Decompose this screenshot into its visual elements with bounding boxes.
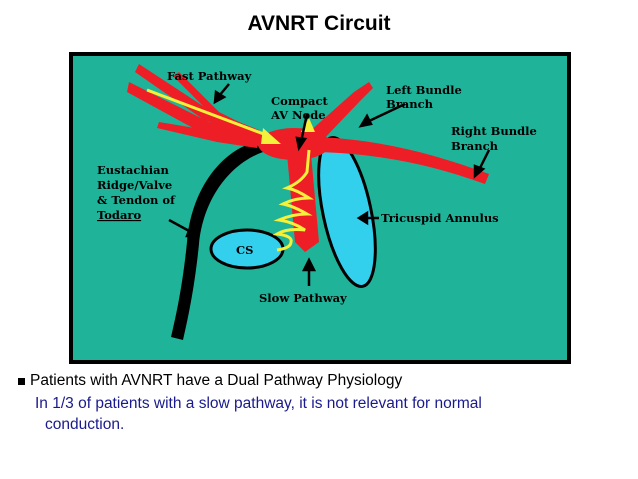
label-right-bundle-2: Branch <box>451 139 499 153</box>
circuit-path <box>146 88 314 252</box>
fast-pathway-arrowhead <box>261 128 281 144</box>
label-fast-pathway: Fast Pathway <box>167 69 252 83</box>
bullet-subtext-line2: conduction. <box>45 416 125 433</box>
label-av-node: AV Node <box>270 108 326 122</box>
label-eustachian-2: Ridge/Valve <box>97 178 172 192</box>
label-pointers <box>168 83 491 286</box>
bullet-subtext-line1: In 1/3 of patients with a slow pathway, … <box>35 395 482 412</box>
bullet-main-text: Patients with AVNRT have a Dual Pathway … <box>30 372 403 389</box>
label-eustachian-3: & Tendon of <box>97 193 176 207</box>
label-tricuspid-annulus: Tricuspid Annulus <box>381 211 499 225</box>
label-eustachian-1: Eustachian <box>97 163 170 177</box>
bullet-list: Patients with AVNRT have a Dual Pathway … <box>18 372 618 435</box>
label-cs: CS <box>236 243 253 257</box>
label-eustachian-4: Todaro <box>97 208 141 222</box>
label-right-bundle-1: Right Bundle <box>451 124 537 138</box>
label-slow-pathway: Slow Pathway <box>259 291 347 305</box>
label-left-bundle-2: Branch <box>386 97 434 111</box>
eustachian-ridge <box>171 142 263 340</box>
bullet-item: Patients with AVNRT have a Dual Pathway … <box>18 372 618 390</box>
avnrt-diagram: Fast Pathway Compact AV Node Left Bundle… <box>69 52 571 364</box>
slide-title: AVNRT Circuit <box>247 12 391 35</box>
label-compact: Compact <box>271 94 328 108</box>
tricuspid-annulus-ellipse <box>317 135 377 289</box>
label-left-bundle-1: Left Bundle <box>386 83 462 97</box>
bullet-subtext: In 1/3 of patients with a slow pathway, … <box>35 393 575 435</box>
bullet-square-icon <box>18 378 25 385</box>
